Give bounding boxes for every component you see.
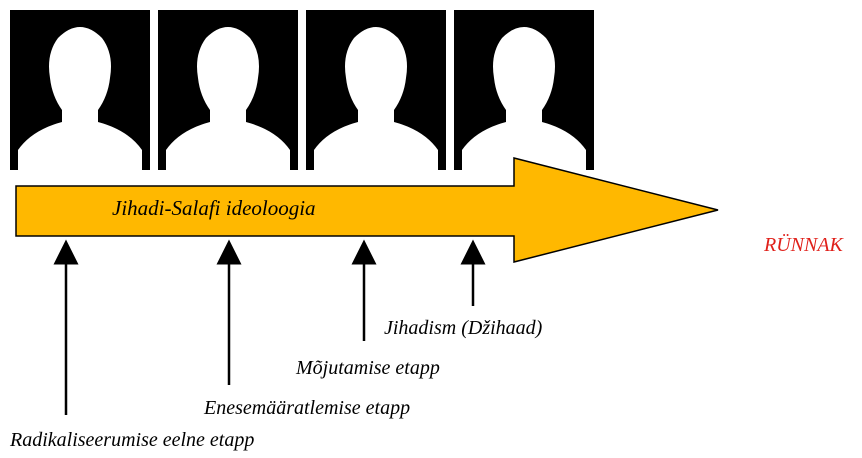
portrait-3 — [306, 10, 446, 170]
portrait-4 — [454, 10, 594, 170]
stage-label-influence: Mõjutamise etapp — [296, 357, 440, 379]
stage-label-pre-radicalization: Radikaliseerumise eelne etapp — [10, 429, 255, 451]
portrait-1 — [10, 10, 150, 170]
ideology-label: Jihadi-Salafi ideoloogia — [112, 196, 316, 220]
silhouette-icon — [462, 27, 586, 170]
silhouette-icon — [166, 27, 290, 170]
portrait-2 — [158, 10, 298, 170]
stage-label-self-identification: Enesemääratlemise etapp — [204, 397, 411, 419]
stage-label-jihadism: Jihadism (Džihaad) — [384, 317, 543, 339]
silhouette-icon — [314, 27, 438, 170]
ideology-arrow — [15, 157, 719, 263]
attack-label: RÜNNAK — [764, 234, 843, 256]
silhouette-icon — [18, 27, 142, 170]
